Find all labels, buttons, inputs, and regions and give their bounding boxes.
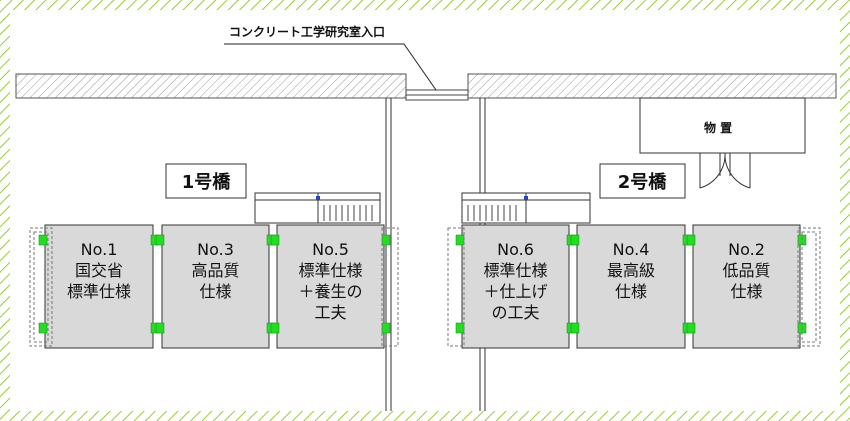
bearing-pad [570,234,580,246]
slab-label-line: No.2 [728,240,765,259]
slab-label-line: ＋養生の [298,282,362,301]
equipment-unit-right [461,192,591,224]
slab-label-line: 標準仕様 [483,261,547,280]
bridge-2-label: 2号橋 [618,171,668,193]
slab-label-line: No.5 [312,240,349,259]
bearing-pad [270,234,280,246]
bridge-label-1: 1号橋 [165,163,247,199]
bearing-pad [38,234,48,246]
slab-label-line: 標準仕様 [298,261,362,280]
slab-label-line: No.3 [197,240,234,259]
dashed-support-outlines [29,227,821,347]
slab-group: No.1国交省標準仕様No.3高品質仕様No.5標準仕様＋養生の工夫No.6標準… [38,224,807,349]
slab-label-line: 仕様 [730,282,762,301]
slab-body [576,224,686,349]
slab-label-line: 仕様 [199,282,231,301]
storage-room: 物 置 [639,97,806,154]
bearing-pad [38,322,48,334]
bearing-pad [455,234,465,246]
bearing-pad [381,234,391,246]
slab-label-line: 工夫 [314,303,346,322]
slab-body [276,224,385,349]
slab-body [692,224,801,349]
bearing-pad [570,322,580,334]
bridge-1-label: 1号橋 [182,171,232,193]
slab-label-line: 標準仕様 [67,282,131,301]
wall-left [15,73,407,99]
drawing-area [10,10,840,411]
slab-label-line: No.4 [613,240,650,259]
bearing-pad [270,322,280,334]
storage-door-icon [699,152,751,189]
slab-label-line: 最高級 [607,261,655,280]
bearing-pad [455,322,465,334]
entrance-label: コンクリート工学研究室入口 [229,24,385,39]
bearing-pad [155,322,165,334]
slab-body [461,224,570,349]
slab-label-line: 国交省 [75,261,123,280]
slab-label-line: 高品質 [191,261,239,280]
wall-right [467,73,837,99]
entrance-leader-line [224,43,437,91]
bearing-pad [155,234,165,246]
bearing-pad [381,322,391,334]
bearing-pad [686,234,696,246]
entrance-door[interactable] [405,89,469,101]
slab-label-line: ＋仕上げ [483,282,547,301]
slab-label-line: 低品質 [722,261,770,280]
equipment-unit-left [254,192,381,224]
slab-label-line: の工夫 [491,303,539,322]
slab-label-line: No.1 [81,240,118,259]
slab-label-line: 仕様 [615,282,647,301]
storage-label: 物 置 [704,120,732,135]
slab-body [161,224,270,349]
bearing-pad [686,322,696,334]
slab-body [44,224,154,349]
slab-label-line: No.6 [497,240,534,259]
bridge-label-2: 2号橋 [599,163,686,199]
